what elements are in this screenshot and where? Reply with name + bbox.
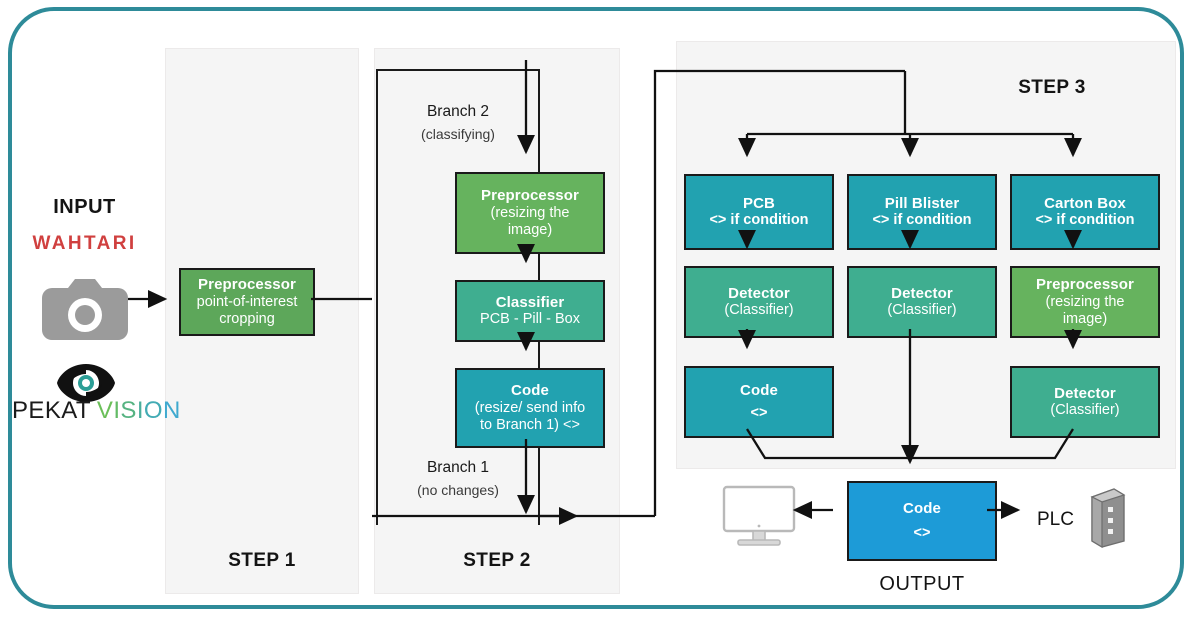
branch1-subtitle: (no changes) <box>417 482 499 498</box>
node-resize-preprocessor-step3[interactable]: Preprocessor (resizing the image) <box>1010 266 1160 338</box>
node-resize-preprocessor-step2[interactable]: Preprocessor (resizing the image) <box>455 172 605 254</box>
pekat-word: PEKAT <box>12 397 91 424</box>
output-label: OUTPUT <box>879 573 965 595</box>
node-carton-box-condition[interactable]: Carton Box <> if condition <box>1010 174 1160 250</box>
input-label: INPUT <box>53 196 116 218</box>
node-pill-blister-condition[interactable]: Pill Blister <> if condition <box>847 174 997 250</box>
step3-label: STEP 3 <box>1018 77 1086 98</box>
node-poi-preprocessor[interactable]: Preprocessor point-of-interest cropping <box>179 268 315 336</box>
node-line2: point-of-interest <box>196 293 298 310</box>
step2-label: STEP 2 <box>463 550 531 571</box>
node-code-step2[interactable]: Code (resize/ send info to Branch 1) <> <box>455 368 605 448</box>
node-detector-carton[interactable]: Detector (Classifier) <box>1010 366 1160 438</box>
branch1-label: Branch 1 (no changes) <box>376 459 540 498</box>
node-line2: (Classifier) <box>887 302 957 319</box>
node-title: Code <box>511 382 549 400</box>
step1-label: STEP 1 <box>228 550 296 571</box>
node-code-pcb[interactable]: Code <> <box>684 366 834 438</box>
node-title: Code <box>740 381 778 399</box>
node-detector-pill[interactable]: Detector (Classifier) <box>847 266 997 338</box>
node-code-output[interactable]: Code <> <box>847 481 997 561</box>
node-line2: (Classifier) <box>1050 402 1120 419</box>
wahtari-logo: WAHTARI <box>32 233 137 254</box>
node-title: Detector <box>1054 384 1116 402</box>
node-line3: image) <box>1062 310 1108 327</box>
node-classifier-step2[interactable]: Classifier PCB - Pill - Box <box>455 280 605 342</box>
node-line3: to Branch 1) <> <box>480 416 580 433</box>
pekat-eye-icon <box>56 361 116 405</box>
node-title: Carton Box <box>1044 194 1126 212</box>
node-title: Classifier <box>495 293 565 311</box>
node-line2: <> if condition <box>709 212 809 229</box>
vision-word: VISION <box>96 397 181 424</box>
branch2-label: Branch 2 (classifying) <box>376 103 540 142</box>
node-line2: (resizing the <box>1045 293 1125 310</box>
node-title: Detector <box>891 284 953 302</box>
node-line2: <> <box>913 525 931 542</box>
node-line2: (resize/ send info <box>474 399 586 416</box>
node-title: Preprocessor <box>198 276 296 294</box>
node-title: PCB <box>743 194 775 212</box>
branch2-title: Branch 2 <box>426 103 490 120</box>
node-line3: image) <box>507 221 553 238</box>
node-title: Detector <box>728 284 790 302</box>
node-title: Preprocessor <box>1036 276 1134 294</box>
node-pcb-condition[interactable]: PCB <> if condition <box>684 174 834 250</box>
plc-device-icon <box>1084 485 1128 549</box>
node-line2: PCB - Pill - Box <box>480 311 580 328</box>
node-line2: <> if condition <box>1035 212 1135 229</box>
node-title: Code <box>903 499 941 517</box>
node-line2: <> if condition <box>872 212 972 229</box>
node-title: Preprocessor <box>481 187 579 205</box>
monitor-icon <box>720 484 798 550</box>
node-line3: cropping <box>219 310 275 327</box>
branch1-title: Branch 1 <box>426 459 490 476</box>
node-line2: (resizing the <box>490 204 570 221</box>
node-title: Pill Blister <box>884 194 960 212</box>
branch2-subtitle: (classifying) <box>421 126 495 142</box>
plc-label: PLC <box>1037 509 1074 530</box>
camera-icon <box>42 274 128 344</box>
node-detector-pcb[interactable]: Detector (Classifier) <box>684 266 834 338</box>
node-line2: (Classifier) <box>724 302 794 319</box>
node-line2: <> <box>750 405 768 422</box>
